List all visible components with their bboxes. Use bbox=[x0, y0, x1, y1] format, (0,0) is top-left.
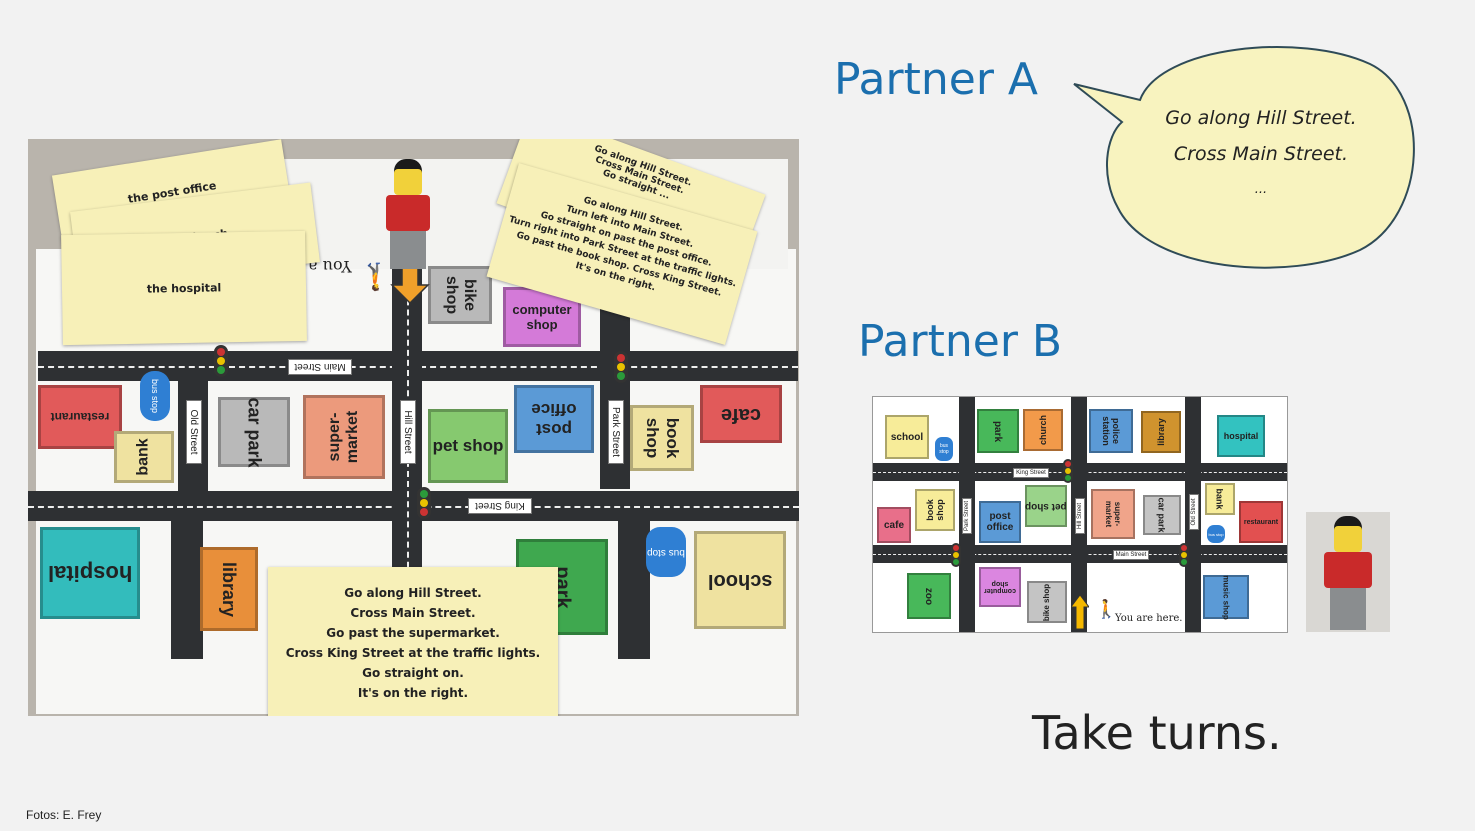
hill-street-sign: Hill Street bbox=[400, 400, 416, 464]
library-tile: library bbox=[200, 547, 258, 631]
take-turns-text: Take turns. bbox=[1032, 706, 1282, 760]
map-b-park: park bbox=[977, 409, 1019, 453]
card-directions-bottom[interactable]: Go along Hill Street. Cross Main Street.… bbox=[268, 567, 558, 716]
bus-stop-tile-2: bus stop bbox=[646, 527, 686, 577]
traffic-light-main-east bbox=[614, 351, 628, 383]
map-b-restaurant: restaurant bbox=[1239, 501, 1283, 543]
map-b-post-office: post office bbox=[979, 501, 1021, 543]
bus-stop-tile: bus stop bbox=[140, 371, 170, 421]
map-b-supermarket: super-market bbox=[1091, 489, 1135, 539]
supermarket-tile: super-market bbox=[303, 395, 385, 479]
map-b-king-sign: King Street bbox=[1013, 468, 1049, 478]
cafe-tile: cafe bbox=[700, 385, 782, 443]
bubble-text: Go along Hill Street. Cross Main Street.… bbox=[1130, 100, 1392, 208]
bank-tile: bank bbox=[114, 431, 174, 483]
pet-shop-tile: pet shop bbox=[428, 409, 508, 483]
map-b-cafe: cafe bbox=[877, 507, 911, 543]
traffic-light-main-west bbox=[214, 345, 228, 377]
restaurant-tile: restaurant bbox=[38, 385, 122, 449]
map-b-computer-shop: computer shop bbox=[979, 567, 1021, 607]
speech-bubble bbox=[1073, 46, 1415, 269]
map-b-hospital: hospital bbox=[1217, 415, 1265, 457]
bubble-line-2: Cross Main Street. bbox=[1173, 143, 1349, 165]
map-b-pedestrian-icon: 🚶 bbox=[1095, 599, 1118, 619]
map-b-arrow-up-icon bbox=[1071, 595, 1089, 629]
card-hospital[interactable]: the hospital bbox=[61, 230, 307, 346]
partner-b-title: Partner B bbox=[858, 316, 1063, 367]
park-street-road-lower bbox=[618, 519, 650, 659]
map-b-bus-stop-2: bus stop bbox=[1207, 525, 1225, 543]
hill-street-dash bbox=[407, 259, 409, 699]
king-street-sign: King Street bbox=[468, 498, 532, 514]
bubble-line-1: Go along Hill Street. bbox=[1165, 107, 1357, 129]
bike-shop-tile: bike shop bbox=[428, 266, 492, 324]
map-b-library: library bbox=[1141, 411, 1181, 453]
hospital-tile: hospital bbox=[40, 527, 140, 619]
board-photo: Main Street King Street Old Street Hill … bbox=[28, 139, 799, 716]
map-b-bank: bank bbox=[1205, 483, 1235, 515]
map-b-book-shop: book shop bbox=[915, 489, 955, 531]
traffic-light-king bbox=[417, 487, 431, 519]
partner-a-title: Partner A bbox=[834, 54, 1038, 105]
map-b-bus-stop: bus stop bbox=[935, 437, 953, 461]
photo-credit: Fotos: E. Frey bbox=[26, 808, 102, 822]
map-b-light-1 bbox=[1063, 459, 1073, 483]
map-b-pet-shop: pet shop bbox=[1025, 485, 1067, 527]
map-b-you-are-here: You are here. bbox=[1115, 613, 1183, 624]
main-street-sign: Main Street bbox=[288, 359, 352, 375]
map-b-car-park: car park bbox=[1143, 495, 1181, 535]
park-street-sign: Park Street bbox=[608, 400, 624, 464]
bubble-line-3: ... bbox=[1254, 182, 1268, 197]
book-shop-tile: book shop bbox=[630, 405, 694, 471]
map-b-hill-sign: Hill Street bbox=[1075, 498, 1085, 534]
lego-figure-small bbox=[1306, 512, 1390, 632]
map-b-light-3 bbox=[1179, 543, 1189, 567]
map-b-main-sign: Main Street bbox=[1113, 550, 1149, 560]
map-b-zoo: zoo bbox=[907, 573, 951, 619]
partner-b-map: King Street Main Street Park Street Hill… bbox=[872, 396, 1288, 633]
map-b-bike-shop: bike shop bbox=[1027, 581, 1067, 623]
school-tile: school bbox=[694, 531, 786, 629]
old-street-sign: Old Street bbox=[186, 400, 202, 464]
map-b-old-sign: Old Street bbox=[1189, 494, 1199, 530]
post-office-tile: post office bbox=[514, 385, 594, 453]
map-b-music-shop: music shop bbox=[1203, 575, 1249, 619]
map-b-light-2 bbox=[951, 543, 961, 567]
map-b-park-sign: Park Street bbox=[962, 498, 972, 534]
car-park-tile: car park bbox=[218, 397, 290, 467]
map-b-school: school bbox=[885, 415, 929, 459]
old-street-road-lower bbox=[171, 519, 203, 659]
map-b-police-station: police station bbox=[1089, 409, 1133, 453]
map-b-church: church bbox=[1023, 409, 1063, 451]
lego-figure bbox=[380, 159, 438, 275]
